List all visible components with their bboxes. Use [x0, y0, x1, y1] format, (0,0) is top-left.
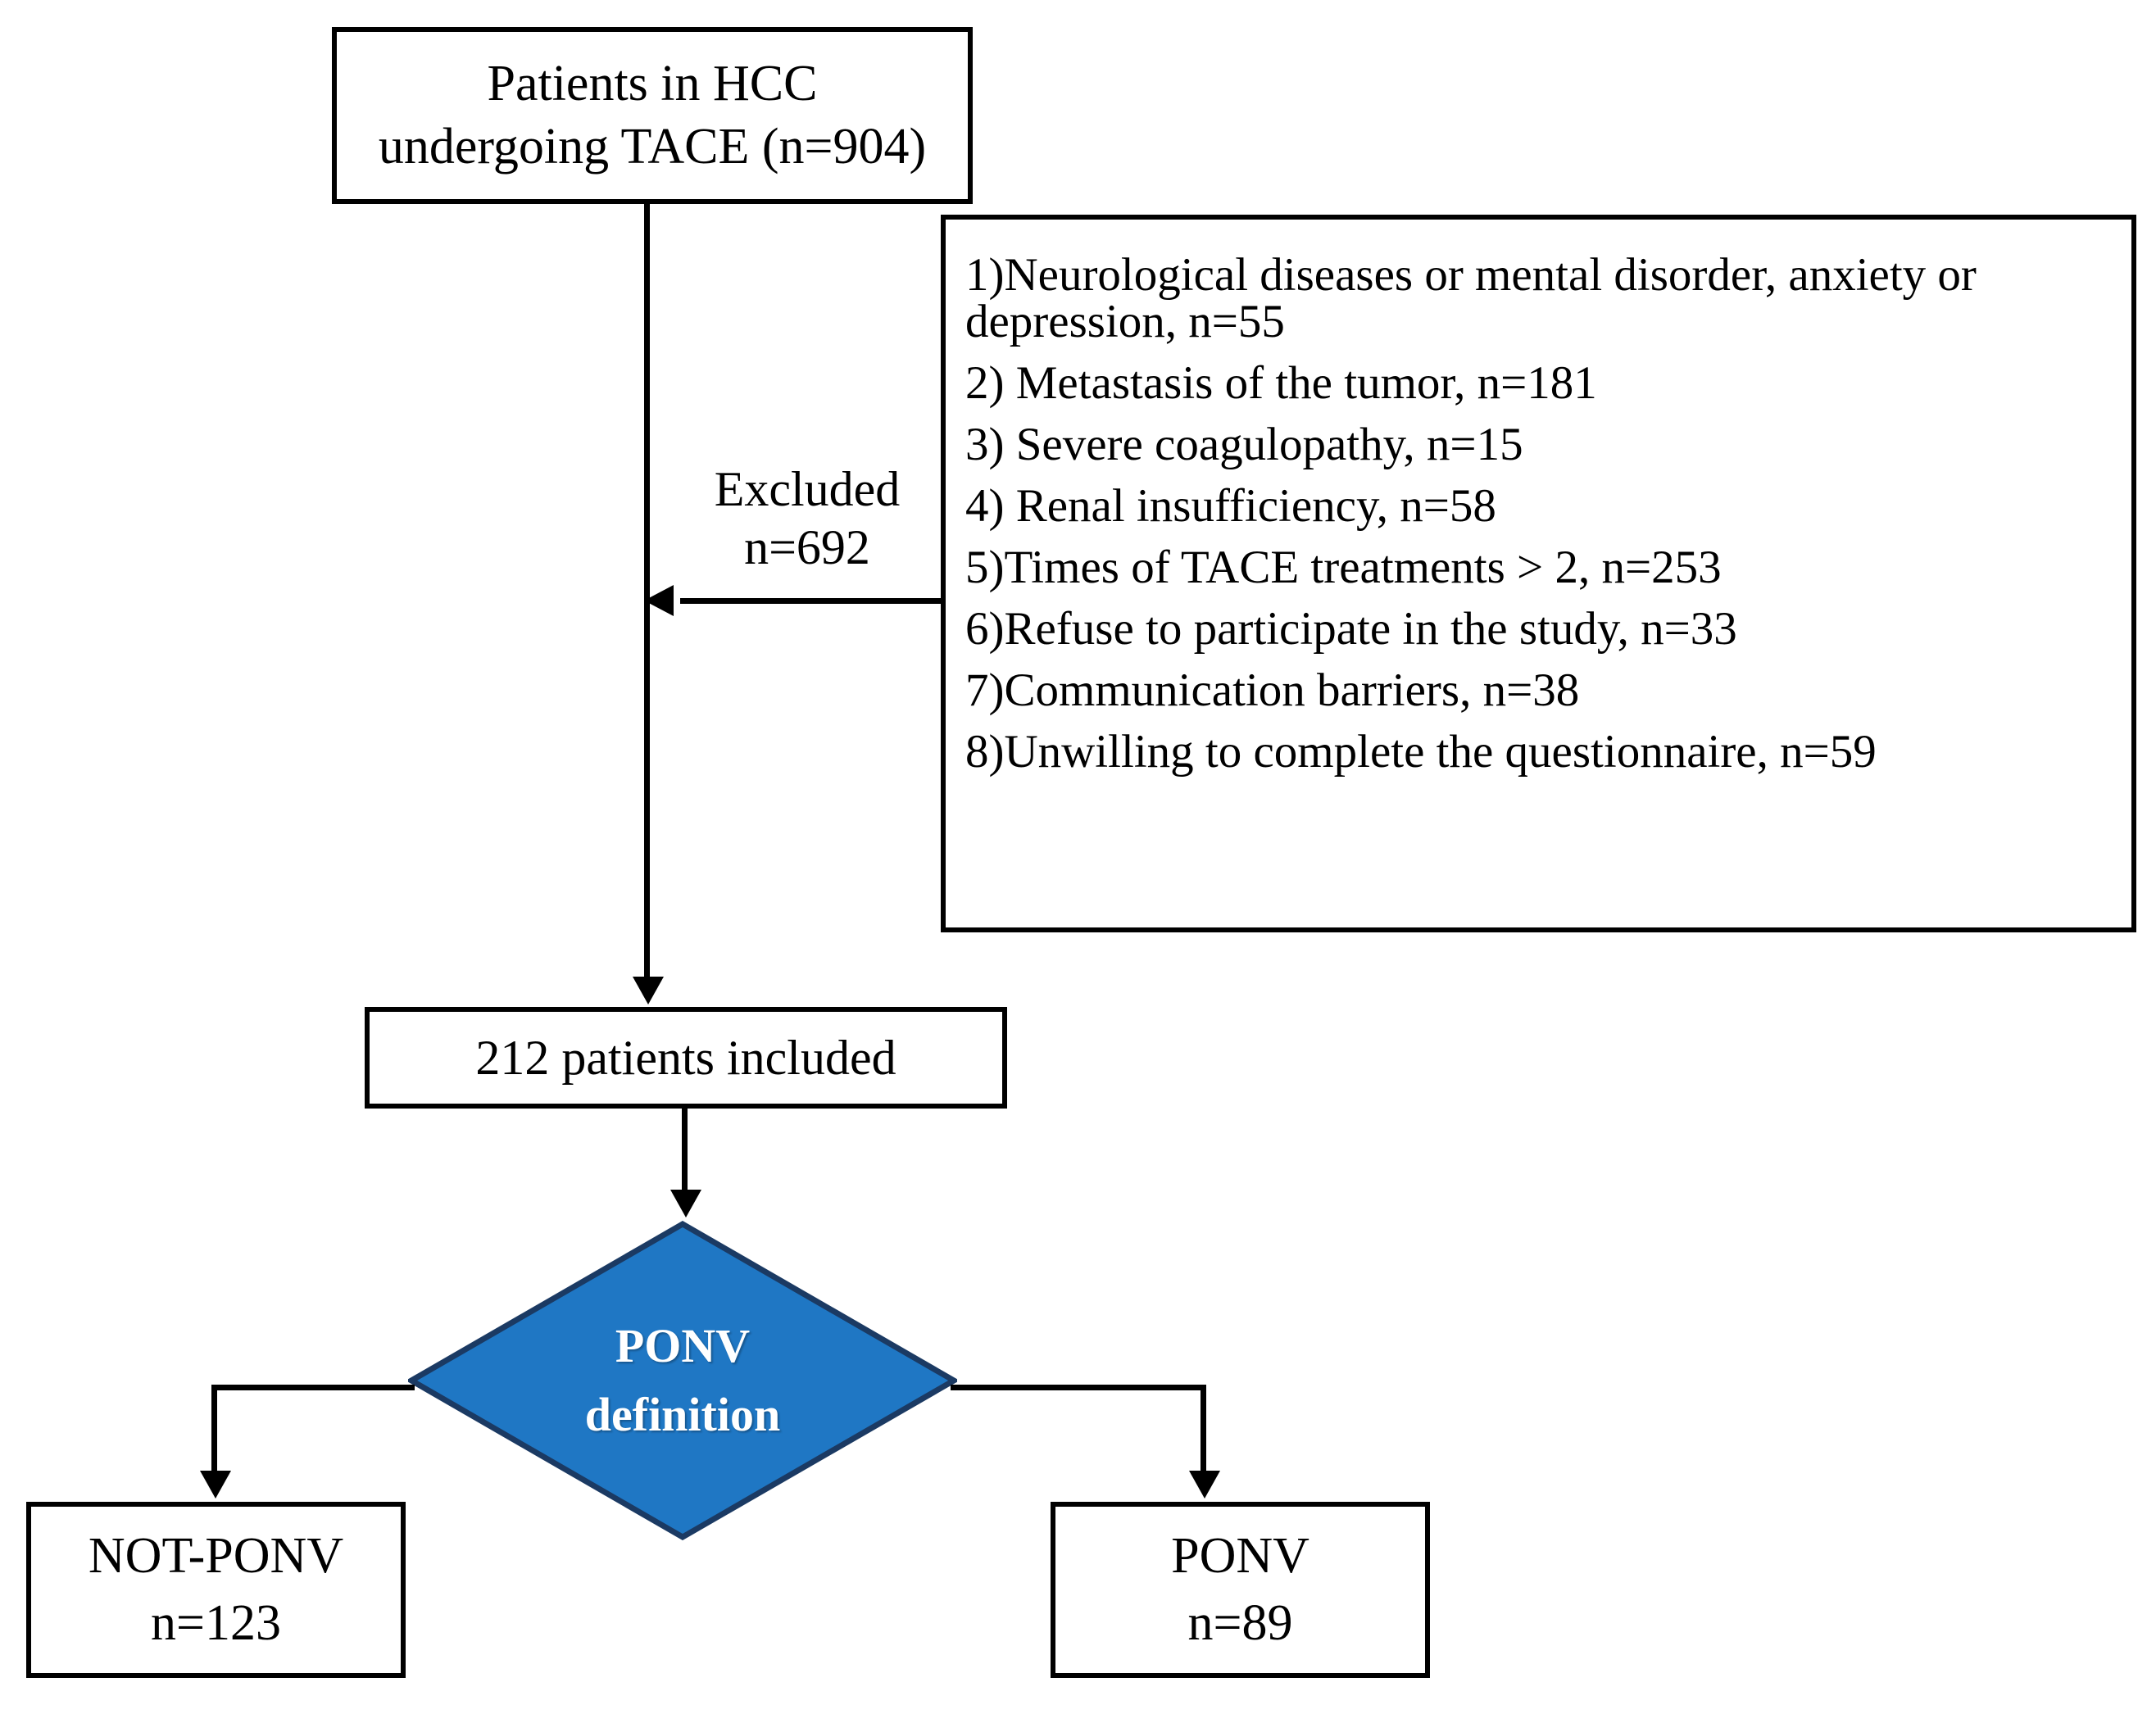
arrowhead-to-diamond [670, 1190, 701, 1217]
outcome-ponv-count: n=89 [1187, 1594, 1293, 1651]
outcome-ponv-box: PONV n=89 [1051, 1502, 1430, 1678]
connector-down-to-ponv [1201, 1385, 1206, 1473]
exclusion-item: 5)Times of TACE treatments > 2, n=253 [965, 542, 1722, 593]
exclusion-item: 3) Severe coagulopathy, n=15 [965, 419, 1523, 470]
arrowhead-exclusions-left [644, 585, 674, 616]
diamond-shape-icon [408, 1221, 957, 1540]
connector-diamond-to-ponv [951, 1385, 1206, 1390]
exclusion-item: 4) Renal insufficiency, n=58 [965, 480, 1496, 532]
exclusion-item: 1)Neurological diseases or mental disord… [965, 249, 1977, 347]
outcome-not-ponv-box: NOT-PONV n=123 [26, 1502, 406, 1678]
outcome-not-ponv-count: n=123 [151, 1594, 281, 1651]
excluded-label-line2: n=692 [744, 519, 870, 574]
outcome-not-ponv-label: NOT-PONV [88, 1528, 344, 1585]
exclusion-criteria-list: 1)Neurological diseases or mental disord… [965, 244, 2113, 782]
included-patients-box: 212 patients included [365, 1007, 1007, 1109]
outcome-ponv-label: PONV [1171, 1528, 1309, 1585]
exclusion-criteria-box: 1)Neurological diseases or mental disord… [941, 215, 2136, 932]
source-population-line1: Patients in HCC [487, 55, 818, 111]
excluded-count-label: Excluded n=692 [672, 460, 942, 577]
source-population-box: Patients in HCC undergoing TACE (n=904) [332, 27, 973, 204]
connector-exclusions-to-main [680, 598, 942, 604]
source-population-line2: undergoing TACE (n=904) [378, 119, 927, 175]
exclusion-item: 6)Refuse to participate in the study, n=… [965, 603, 1737, 655]
arrowhead-to-included [633, 977, 664, 1004]
connector-junction-to-included [644, 600, 650, 978]
exclusion-item: 2) Metastasis of the tumor, n=181 [965, 357, 1597, 409]
arrowhead-to-not-ponv [200, 1471, 231, 1499]
exclusion-item: 7)Communication barriers, n=38 [965, 664, 1580, 716]
ponv-definition-decision: PONV definition [408, 1221, 957, 1540]
exclusion-item: 8)Unwilling to complete the questionnair… [965, 726, 1877, 778]
connector-down-to-not-ponv [211, 1385, 217, 1473]
connector-diamond-to-not-ponv [211, 1385, 415, 1390]
excluded-label-line1: Excluded [714, 462, 901, 516]
connector-included-to-diamond [682, 1109, 688, 1192]
arrowhead-to-ponv [1189, 1471, 1220, 1499]
connector-source-to-junction [644, 204, 650, 600]
included-patients-text: 212 patients included [475, 1030, 896, 1085]
